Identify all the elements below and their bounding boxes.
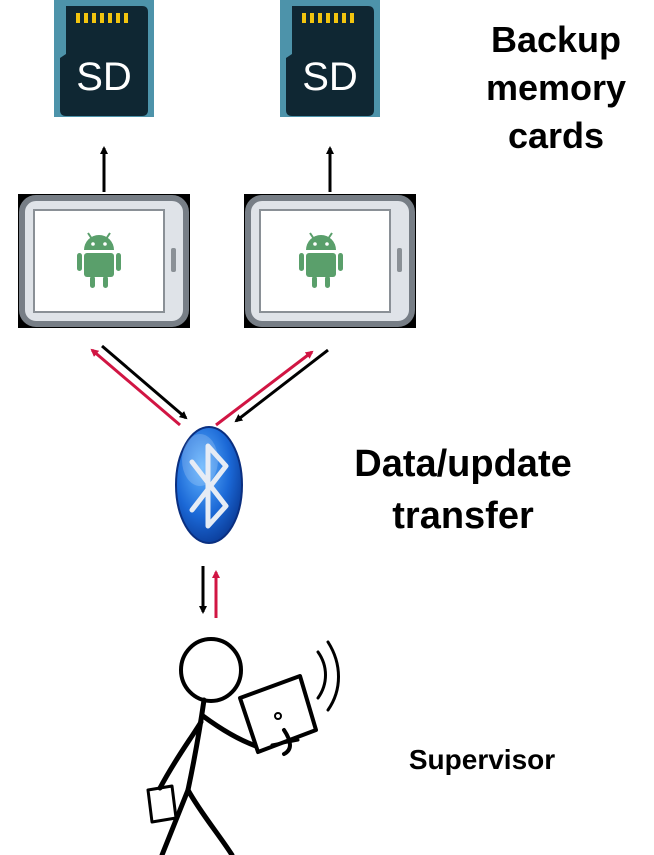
backup-label-line2: memory [485, 67, 627, 108]
sd-card-icon: SD [280, 0, 380, 117]
transfer-label-line1: Data/update [354, 443, 572, 485]
arrow-black-tablet-to-bt-left [101, 344, 188, 420]
bluetooth-icon [175, 426, 243, 544]
backup-label-line1: Backup [490, 19, 622, 60]
sd-card-icon: SD [54, 0, 154, 117]
arrow-red-bt-to-tablet-left [90, 348, 181, 427]
laptop-icon [238, 674, 318, 756]
tablet-icon [18, 194, 190, 328]
supervisor-label: Supervisor [408, 744, 556, 775]
android-icon [299, 232, 343, 288]
transfer-label-line2: transfer [392, 495, 534, 537]
backup-memory-cards-label: Backup memory cards [458, 16, 654, 160]
backup-label-line3: cards [507, 115, 605, 156]
arrow-black-tablet-to-bt-right [234, 348, 329, 423]
data-update-transfer-label: Data/update transfer [318, 438, 608, 542]
android-icon [77, 232, 121, 288]
sd-card-label: SD [302, 55, 358, 99]
stick-figure-supervisor [146, 637, 340, 855]
arrow-red-bt-to-tablet-right [215, 350, 314, 427]
sd-card-label: SD [76, 55, 132, 99]
tablet-icon [244, 194, 416, 328]
